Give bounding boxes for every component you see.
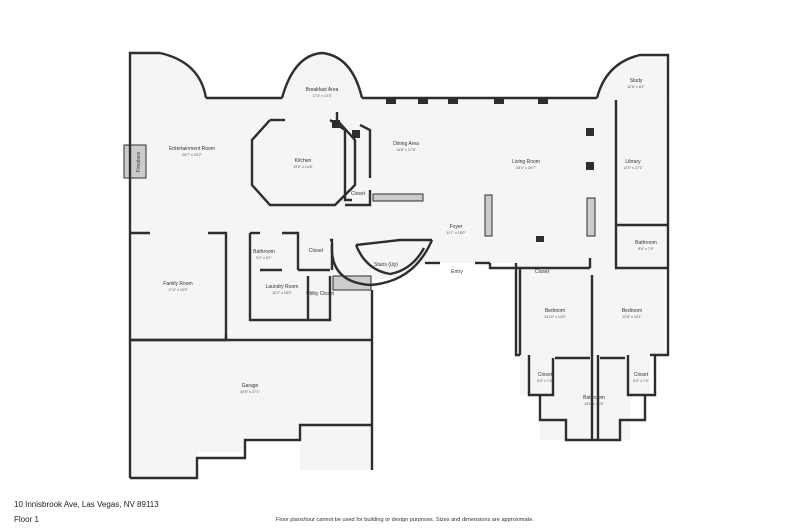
bay-west-curve xyxy=(159,51,208,99)
bay-study-curve xyxy=(595,53,670,225)
dims-closet-b2: 5'0" x 7'4" xyxy=(633,379,649,383)
label-fireplace: Fireplace xyxy=(136,152,142,173)
label-entry: Entry xyxy=(451,269,463,275)
bay-breakfast-curve xyxy=(280,51,364,99)
dims-bedroom-1: 13'10" x 14'0" xyxy=(544,315,566,319)
label-kitchen: Kitchen xyxy=(295,158,312,164)
floor-label: Floor 1 xyxy=(14,515,39,524)
dims-bathroom-west: 5'2" x 8'1" xyxy=(256,256,272,260)
label-closet-east: Closet xyxy=(535,269,550,275)
label-stairs: Stairs (Up) xyxy=(374,262,398,268)
label-breakfast-area: Breakfast Area xyxy=(306,87,339,93)
disclaimer: Floor plans/tour cannot be used for buil… xyxy=(276,517,534,523)
dims-dining-area: 14'8" x 17'5" xyxy=(396,148,416,152)
label-bath-shared: Bathroom xyxy=(583,395,605,401)
window-3 xyxy=(494,97,504,104)
dims-living-room: 28'4" x 26'7" xyxy=(516,166,536,170)
window-2 xyxy=(448,97,458,104)
room-labels: Entertainment Room 25'7" x 33'2" Firepla… xyxy=(136,78,657,406)
dims-laundry-room: 10'2" x 15'0" xyxy=(272,291,292,295)
label-closet-kitchen: Closet xyxy=(351,191,366,197)
dims-study: 12'6" x 8'1" xyxy=(627,85,645,89)
counter-living-right xyxy=(586,197,596,237)
dims-entertainment-room: 25'7" x 33'2" xyxy=(182,153,202,157)
floor-fill xyxy=(130,53,668,478)
label-bedroom-1: Bedroom xyxy=(545,308,565,314)
column-1 xyxy=(586,128,594,136)
kitchen-walls xyxy=(250,119,357,207)
property-address: 10 Innisbrook Ave, Las Vegas, NV 89113 xyxy=(14,500,159,509)
counter-living-left xyxy=(484,194,493,237)
column-4 xyxy=(352,130,360,138)
dims-breakfast-area: 17'4" x 14'3" xyxy=(312,94,332,98)
window-1 xyxy=(418,97,428,104)
window-5 xyxy=(386,97,396,104)
windows xyxy=(332,97,594,242)
dims-bedroom-2: 13'8" x 16'1" xyxy=(622,315,642,319)
fireplace xyxy=(123,144,147,179)
label-closet-b2: Closet xyxy=(634,372,649,378)
label-bathroom-east: Bathroom xyxy=(635,240,657,246)
walls xyxy=(128,51,670,480)
label-closet-hall: Closet xyxy=(309,248,324,254)
dims-foyer: 11'7" x 15'0" xyxy=(446,231,466,235)
column-3 xyxy=(536,236,544,242)
label-study: Study xyxy=(630,78,643,84)
dims-closet-b1: 5'0" x 7'4" xyxy=(537,379,553,383)
dims-bath-shared: 10'0" x 13'8" xyxy=(584,402,604,406)
dims-library: 12'5" x 27'1" xyxy=(623,166,643,170)
counter-dining xyxy=(372,193,424,202)
label-utility-closet: Utility Closet xyxy=(306,291,334,297)
dims-garage: 44'0" x 27'1" xyxy=(240,390,260,394)
label-laundry-room: Laundry Room xyxy=(266,284,299,290)
counter-laundry xyxy=(332,275,372,291)
dims-family-room: 17'4" x 19'0" xyxy=(168,288,188,292)
column-2 xyxy=(586,162,594,170)
dims-bathroom-east: 8'8" x 7'9" xyxy=(638,247,654,251)
label-garage: Garage xyxy=(242,383,259,389)
label-family-room: Family Room xyxy=(163,281,192,287)
label-library: Library xyxy=(625,159,641,165)
column-5 xyxy=(332,120,340,128)
dims-kitchen: 19'0" x 14'8" xyxy=(293,165,313,169)
label-bathroom-west: Bathroom xyxy=(253,249,275,255)
label-entertainment-room: Entertainment Room xyxy=(169,146,215,152)
label-dining-area: Dining Area xyxy=(393,141,419,147)
stairs-outline xyxy=(330,239,434,287)
window-4 xyxy=(538,97,548,104)
label-living-room: Living Room xyxy=(512,159,540,165)
label-bedroom-2: Bedroom xyxy=(622,308,642,314)
label-closet-b1: Closet xyxy=(538,372,553,378)
label-foyer: Foyer xyxy=(450,224,463,230)
